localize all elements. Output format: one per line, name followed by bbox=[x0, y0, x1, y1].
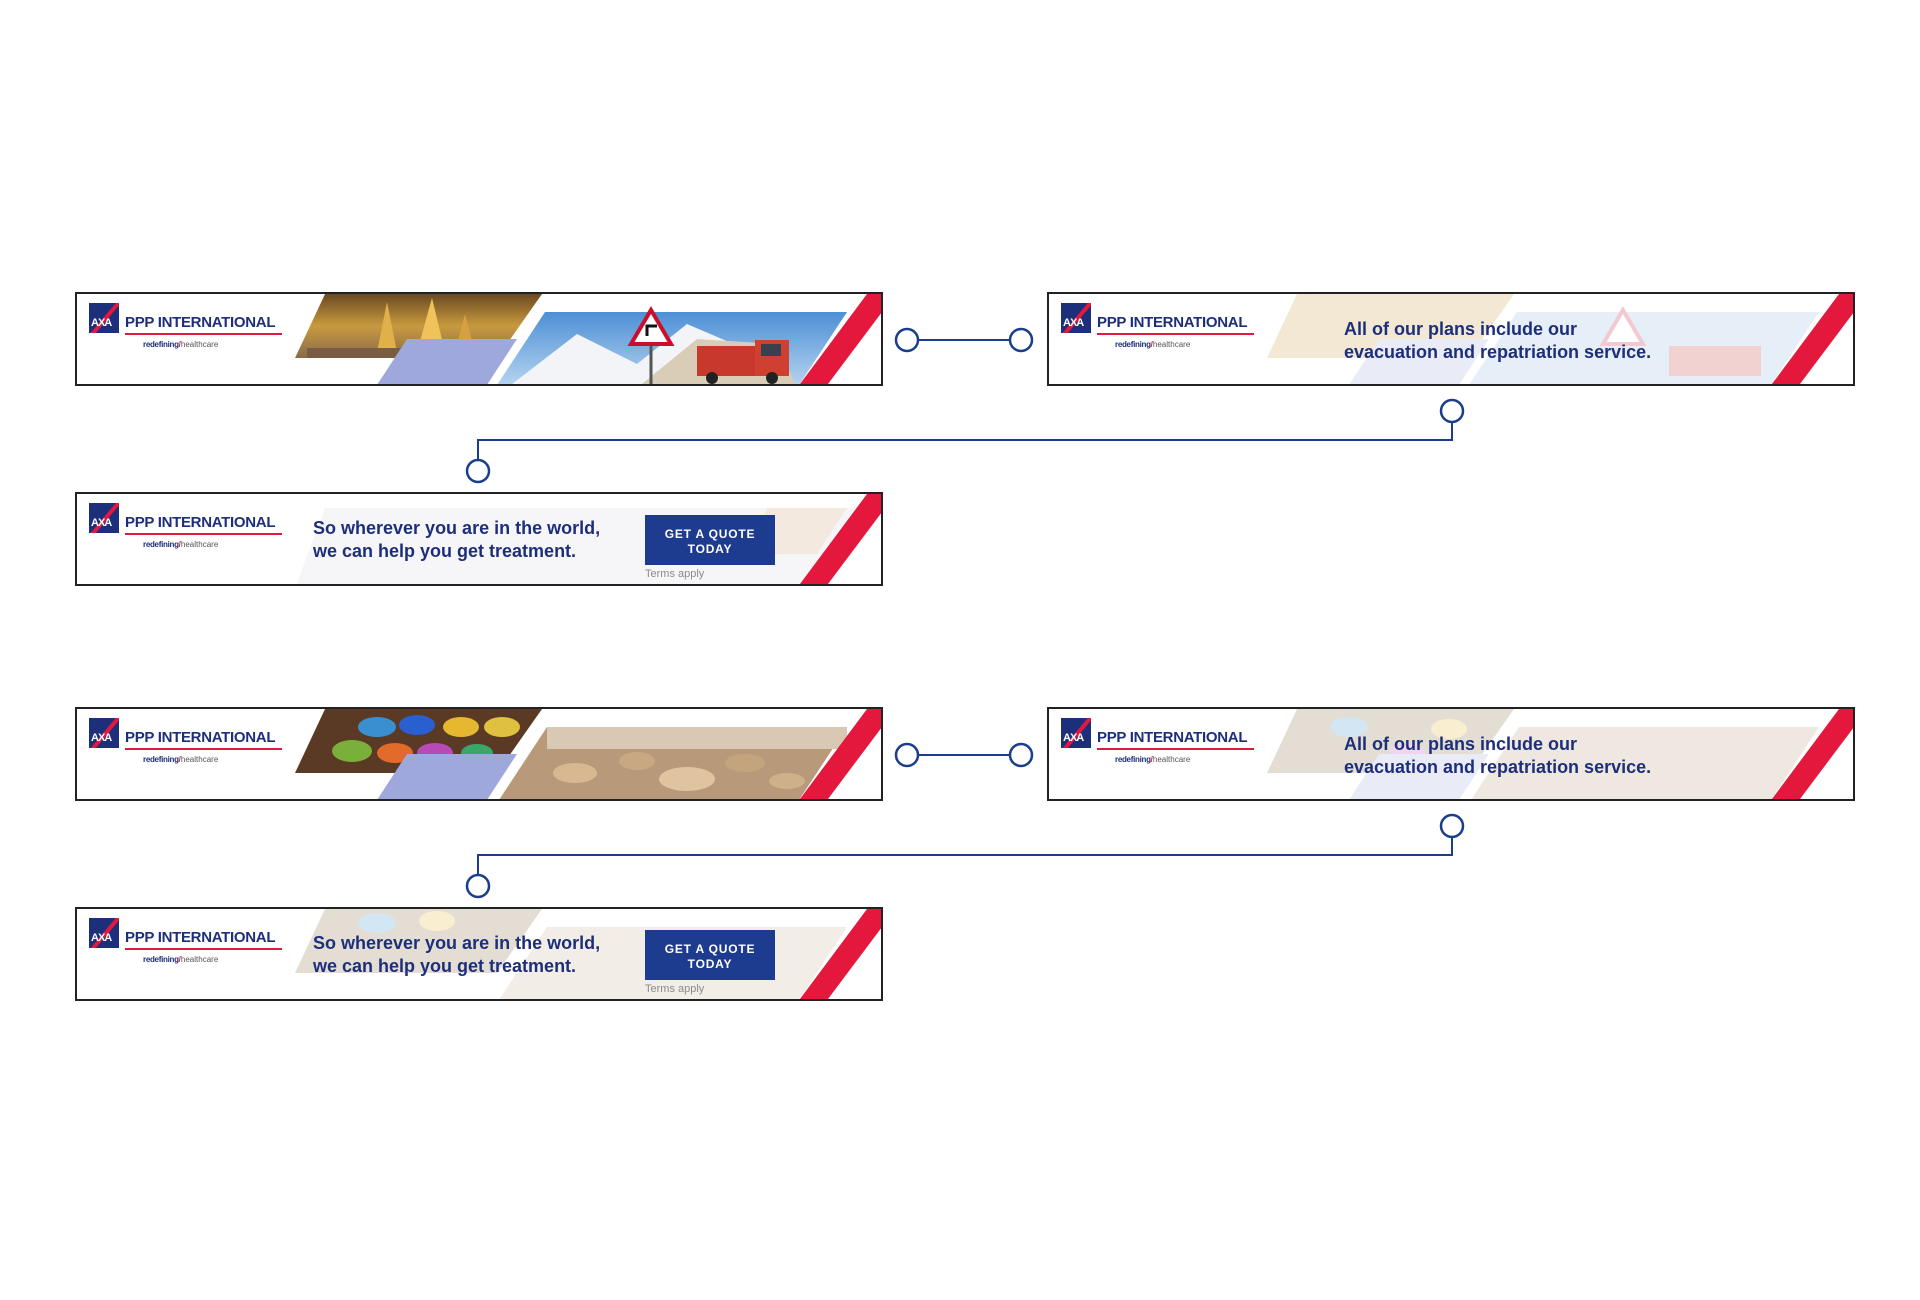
evacuation-headline: All of our plans include our evacuation … bbox=[1344, 319, 1652, 362]
brand-tagline: redefining/healthcare bbox=[143, 955, 219, 964]
brand-divider bbox=[1097, 748, 1254, 750]
brand-logo: AXA PPP INTERNATIONAL redefining/healthc… bbox=[89, 918, 289, 978]
evacuation-headline: All of our plans include our evacuation … bbox=[1344, 734, 1652, 777]
circle-node-icon bbox=[1439, 398, 1465, 424]
get-quote-button[interactable]: GET A QUOTE TODAY bbox=[645, 930, 775, 980]
brand-name: PPP INTERNATIONAL bbox=[1097, 314, 1248, 331]
red-stripe bbox=[799, 909, 881, 999]
faded-photo-collage bbox=[1267, 294, 1819, 384]
banner-seq1-frame1[interactable]: AXA PPP INTERNATIONAL redefining/healthc… bbox=[75, 292, 883, 386]
axa-logo-icon: AXA bbox=[1061, 718, 1091, 748]
treatment-headline: So wherever you are in the world, we can… bbox=[313, 933, 601, 976]
banner-seq1-frame2[interactable]: AXA PPP INTERNATIONAL redefining/healthc… bbox=[1047, 292, 1855, 386]
circle-node-icon bbox=[894, 327, 920, 353]
terms-link[interactable]: Terms apply bbox=[645, 983, 705, 995]
treatment-headline: So wherever you are in the world, we can… bbox=[313, 518, 601, 561]
brand-tagline: redefining/healthcare bbox=[143, 755, 219, 764]
banner-seq2-frame2[interactable]: AXA PPP INTERNATIONAL redefining/healthc… bbox=[1047, 707, 1855, 801]
brand-logo: AXA PPP INTERNATIONAL redefining/healthc… bbox=[89, 303, 289, 363]
brand-divider bbox=[125, 533, 282, 535]
brand-divider bbox=[1097, 333, 1254, 335]
brand-tagline: redefining/healthcare bbox=[143, 540, 219, 549]
red-stripe bbox=[1771, 709, 1853, 799]
faded-photo-collage bbox=[1267, 709, 1819, 799]
circle-node-icon bbox=[1008, 742, 1034, 768]
brand-divider bbox=[125, 333, 282, 335]
circle-node-icon bbox=[465, 458, 491, 484]
brand-name: PPP INTERNATIONAL bbox=[125, 314, 276, 331]
banner-seq2-frame1[interactable]: AXA PPP INTERNATIONAL redefining/healthc… bbox=[75, 707, 883, 801]
brand-name: PPP INTERNATIONAL bbox=[125, 514, 276, 531]
get-quote-button[interactable]: GET A QUOTE TODAY bbox=[645, 515, 775, 565]
circle-node-icon bbox=[465, 873, 491, 899]
terms-link[interactable]: Terms apply bbox=[645, 568, 705, 580]
circle-node-icon bbox=[894, 742, 920, 768]
circle-node-icon bbox=[1439, 813, 1465, 839]
brand-tagline: redefining/healthcare bbox=[1115, 755, 1191, 764]
brand-name: PPP INTERNATIONAL bbox=[125, 729, 276, 746]
axa-logo-icon: AXA bbox=[89, 718, 119, 748]
red-stripe bbox=[1771, 294, 1853, 384]
brand-logo: AXA PPP INTERNATIONAL redefining/healthc… bbox=[89, 503, 289, 563]
brand-tagline: redefining/healthcare bbox=[1115, 340, 1191, 349]
axa-logo-icon: AXA bbox=[89, 918, 119, 948]
banner-seq1-frame3[interactable]: AXA PPP INTERNATIONAL redefining/healthc… bbox=[75, 492, 883, 586]
axa-logo-icon: AXA bbox=[89, 303, 119, 333]
brand-logo: AXA PPP INTERNATIONAL redefining/healthc… bbox=[89, 718, 289, 778]
connector-line-seq2-b bbox=[477, 837, 1453, 875]
travel-photo-collage bbox=[295, 294, 881, 384]
brand-logo: AXA PPP INTERNATIONAL redefining/healthc… bbox=[1061, 718, 1261, 778]
connector-line-seq1-b bbox=[477, 422, 1453, 460]
axa-logo-icon: AXA bbox=[1061, 303, 1091, 333]
brand-divider bbox=[125, 948, 282, 950]
brand-name: PPP INTERNATIONAL bbox=[1097, 729, 1248, 746]
brand-tagline: redefining/healthcare bbox=[143, 340, 219, 349]
brand-divider bbox=[125, 748, 282, 750]
banner-seq2-frame3[interactable]: AXA PPP INTERNATIONAL redefining/healthc… bbox=[75, 907, 883, 1001]
axa-logo-icon: AXA bbox=[89, 503, 119, 533]
brand-name: PPP INTERNATIONAL bbox=[125, 929, 276, 946]
brand-logo: AXA PPP INTERNATIONAL redefining/healthc… bbox=[1061, 303, 1261, 363]
travel-photo-collage bbox=[295, 709, 881, 799]
red-stripe bbox=[799, 494, 881, 584]
circle-node-icon bbox=[1008, 327, 1034, 353]
